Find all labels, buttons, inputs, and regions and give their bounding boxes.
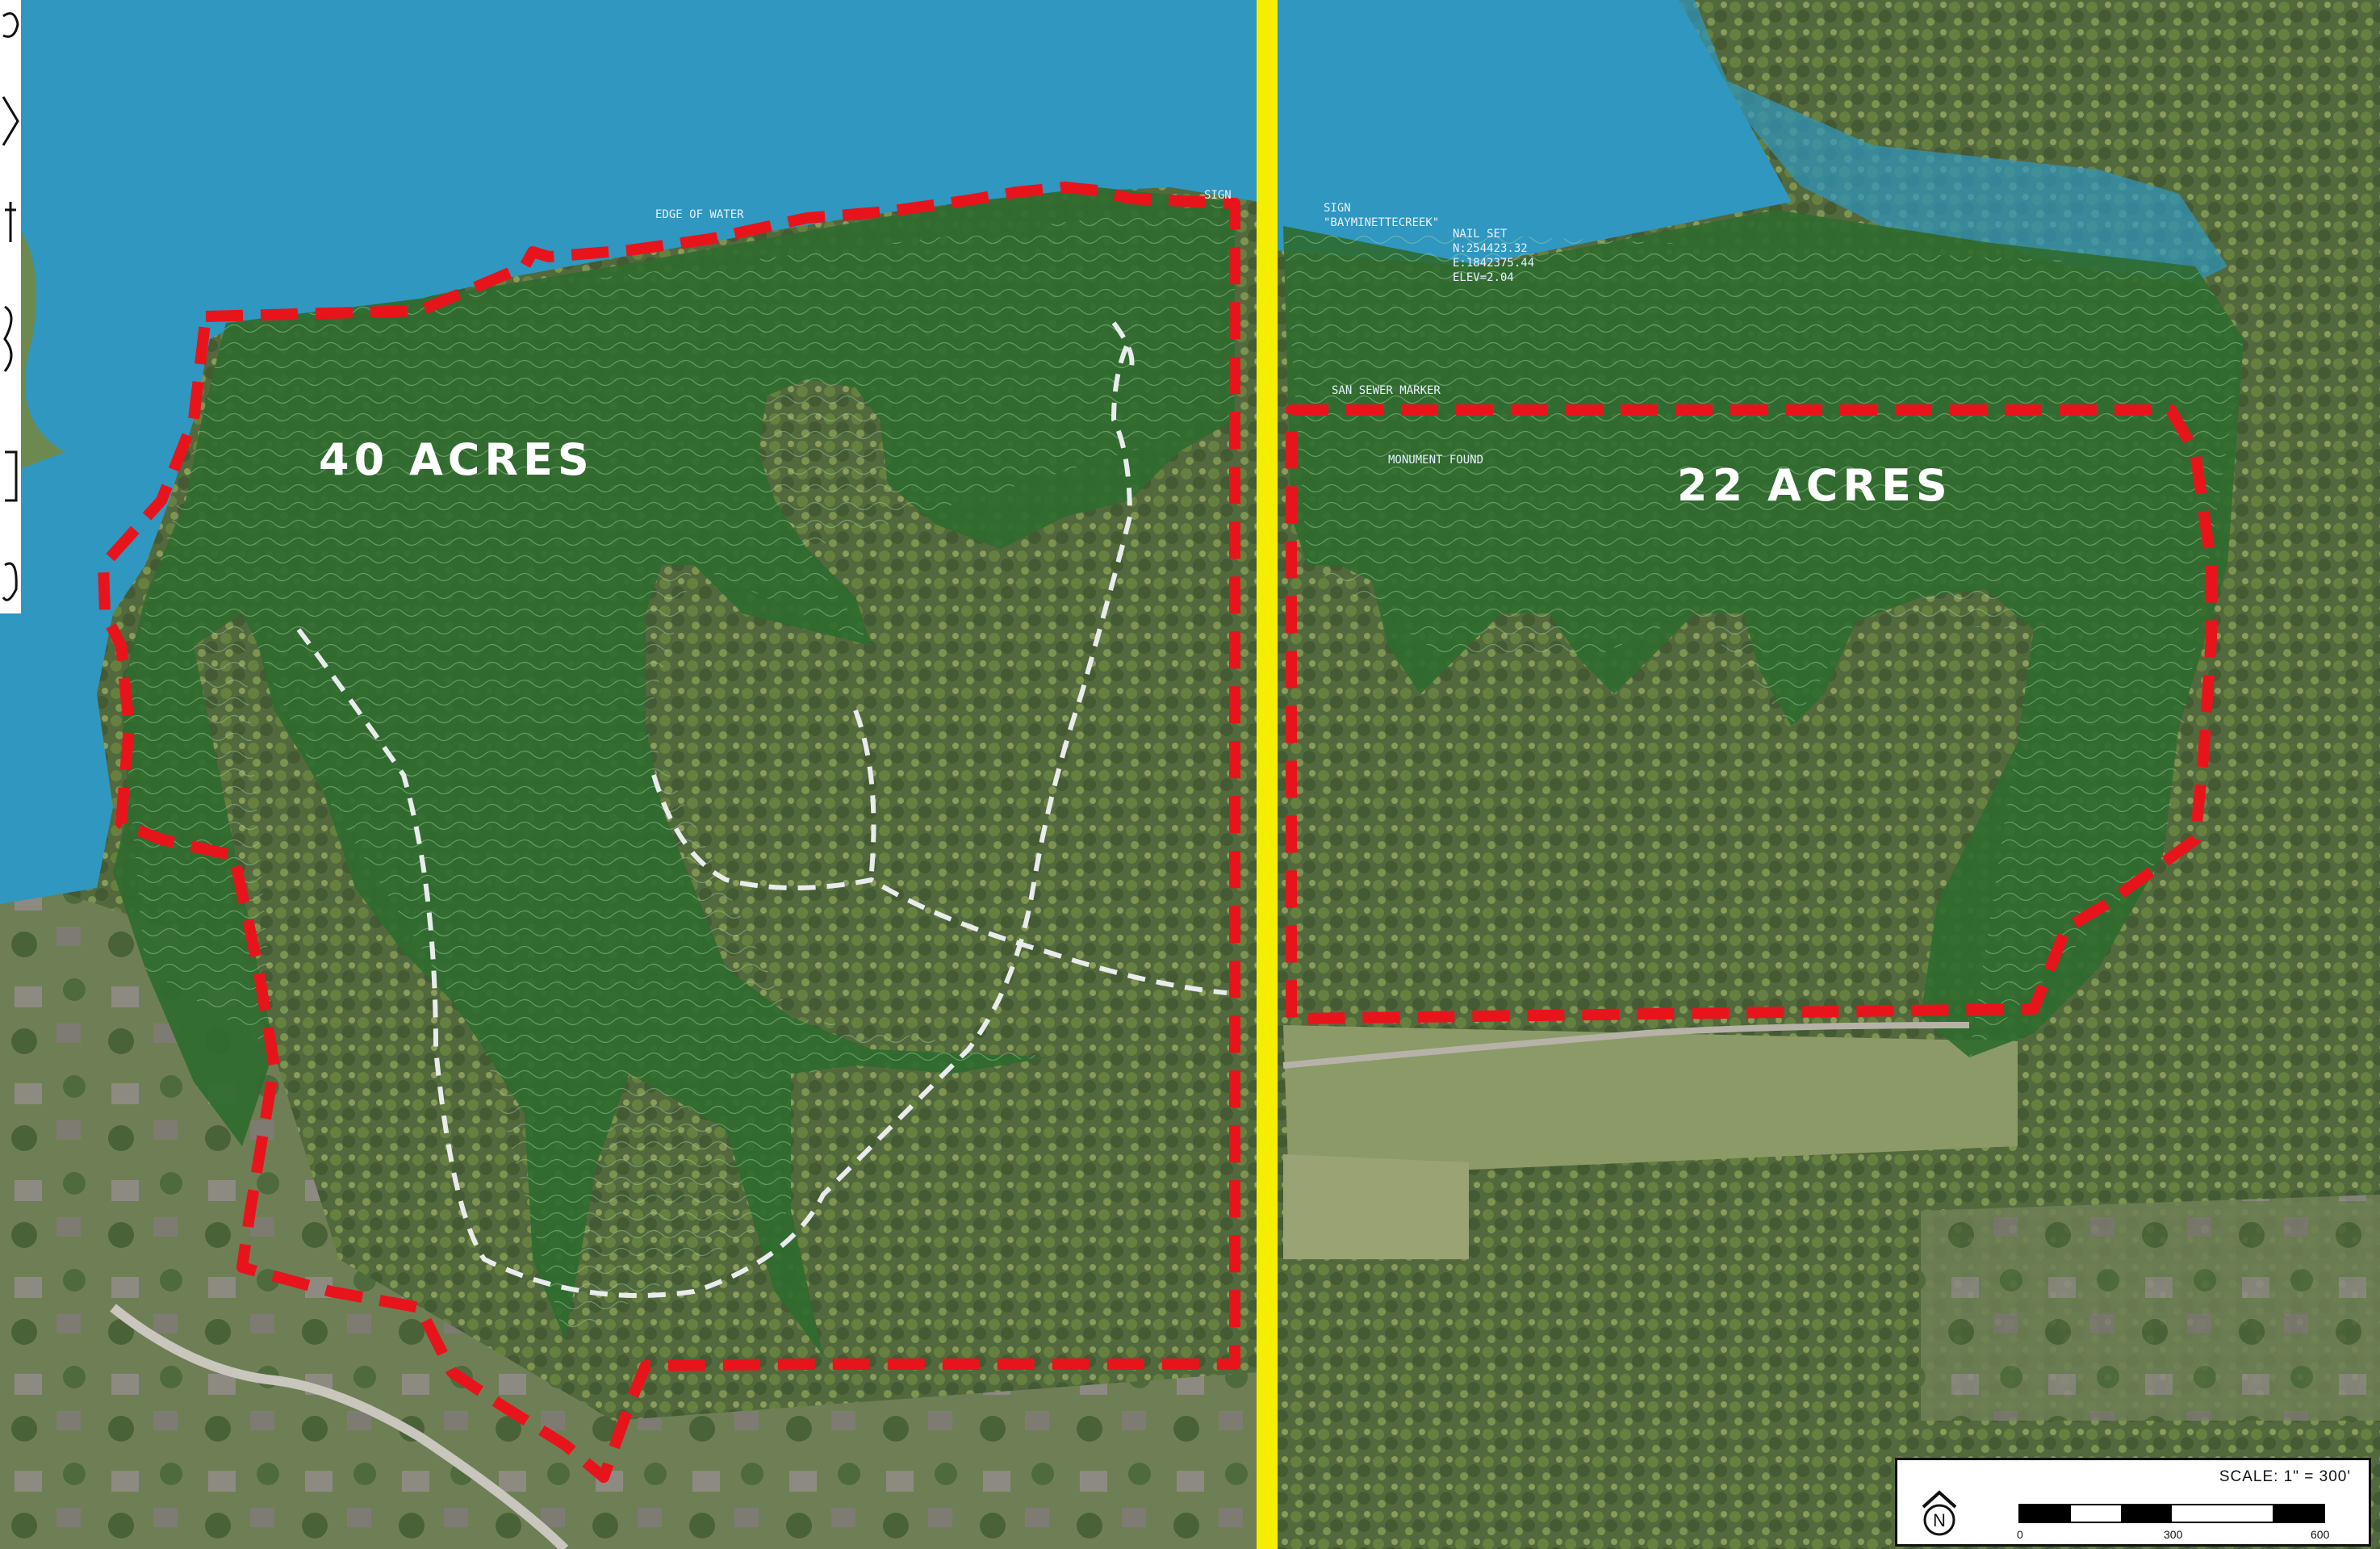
monument-label: MONUMENT FOUND <box>1388 454 1483 467</box>
edge-title-fragments <box>0 0 21 613</box>
scale-bar <box>2018 1504 2325 1523</box>
nail-northing: N:254423.32 <box>1453 242 1528 255</box>
sign-text-label: "BAYMINETTECREEK" <box>1324 216 1439 229</box>
trail-branch <box>853 709 876 873</box>
nail-elevation: ELEV=2.04 <box>1453 271 1514 284</box>
scale-legend: SCALE: 1" = 300' N 0 300 600 <box>1895 1458 2371 1547</box>
sign-label-west: SIGN <box>1204 189 1232 202</box>
estate-lot <box>1283 1154 1469 1259</box>
east-drive <box>1282 1022 1970 1069</box>
trail-main <box>296 337 1133 1298</box>
north-arrow-icon: N <box>1922 1490 1957 1536</box>
road-centerline <box>1257 0 1278 1549</box>
residential-area-southeast <box>1921 1195 2380 1421</box>
creek-water-west <box>0 0 1259 904</box>
parcel-boundary-east <box>1286 404 2217 1024</box>
trail-spur <box>651 774 1228 995</box>
residential-road <box>110 1304 569 1549</box>
parcel-label-west: 40 ACRES <box>319 434 594 485</box>
parcel-boundary-west <box>98 182 1240 1483</box>
edge-of-water-label: EDGE OF WATER <box>655 208 744 221</box>
san-sewer-label: SAN SEWER MARKER <box>1332 384 1441 397</box>
scale-text: SCALE: 1" = 300' <box>2219 1468 2351 1485</box>
nail-easting: E:1842375.44 <box>1453 257 1534 270</box>
scale-tick-600: 600 <box>2311 1528 2330 1541</box>
parcel-label-east: 22 ACRES <box>1677 460 1952 511</box>
creek-water-east <box>1275 0 1792 266</box>
contour-lines-east <box>1283 226 2244 1057</box>
sign-label-east: SIGN <box>1324 202 1351 215</box>
trail-north <box>1111 321 1135 373</box>
nail-set-label: NAIL SET <box>1453 228 1508 241</box>
contour-lines-west <box>121 202 1235 1340</box>
scale-tick-300: 300 <box>2164 1528 2183 1541</box>
scale-tick-0: 0 <box>2017 1528 2023 1541</box>
residential-area-southwest <box>0 872 1259 1549</box>
cleared-parcels-east <box>1283 1025 2018 1259</box>
north-letter: N <box>1933 1510 1946 1530</box>
creek-water-east-inlet <box>1275 0 2227 283</box>
